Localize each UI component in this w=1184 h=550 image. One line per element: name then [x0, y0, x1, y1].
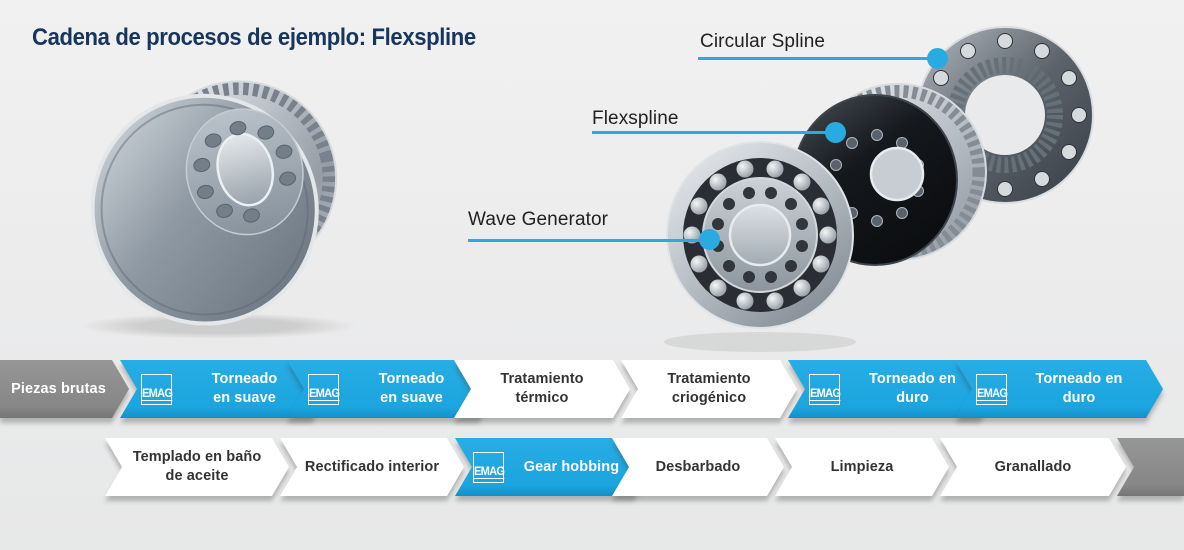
step-label: Torneado en duro [868, 371, 957, 406]
hub-holes [712, 187, 808, 283]
process-step-tratamiento-termico: Tratamiento térmico [454, 360, 630, 418]
page-title: Cadena de procesos de ejemplo: Flexsplin… [32, 24, 476, 51]
process-row-2: Templado en baño de aceite Rectificado i… [0, 438, 1184, 496]
harmonic-drive-exploded-render [664, 26, 1094, 352]
step-label: Torneado en suave [378, 371, 445, 406]
step-label: Granallado [994, 458, 1072, 475]
bearing-balls [683, 160, 837, 310]
label-flexspline: Flexspline [592, 108, 679, 129]
flexspline-cup-render [80, 80, 355, 339]
ground-shadow [80, 313, 355, 339]
process-step-tratamiento-criogenico: Tratamiento criogénico [621, 360, 797, 418]
process-step-piezas-brutas: Piezas brutas [0, 360, 129, 418]
emag-logo: EMAG [809, 374, 840, 405]
process-step-gear-hobbing: EMAG Gear hobbing [455, 438, 621, 496]
emag-logo: EMAG [473, 452, 504, 483]
label-circular-spline: Circular Spline [700, 31, 826, 52]
process-step-templado: Templado en baño de aceite [105, 438, 289, 496]
step-label: Limpieza [830, 458, 894, 475]
emag-logo: EMAG [308, 374, 339, 405]
process-step-torneado-suave-1: EMAG Torneado en suave [120, 360, 296, 418]
process-row-1: Piezas brutas EMAG Torneado en suave EMA… [0, 360, 1184, 418]
step-label: Piezas brutas [11, 380, 106, 397]
leader-line-wave-generator [468, 239, 710, 242]
leader-line-flexspline [592, 131, 836, 134]
emag-logo: EMAG [976, 374, 1007, 405]
step-label: Rectificado interior [304, 458, 440, 475]
label-wave-generator: Wave Generator [468, 209, 609, 230]
leader-dot-flexspline [825, 122, 846, 143]
process-step-torneado-duro-2: EMAG Torneado en duro [955, 360, 1130, 418]
process-step-limpieza: Limpieza [775, 438, 949, 496]
step-label: Tratamiento térmico [500, 371, 584, 406]
step-label: Torneado en suave [211, 371, 278, 406]
process-step-desbarbado: Desbarbado [612, 438, 784, 496]
leader-line-circular-spline [698, 57, 938, 60]
step-label: Tratamiento criogénico [667, 371, 751, 406]
process-step-continuation [1117, 438, 1184, 496]
leader-dot-wave-generator [699, 229, 720, 250]
flexspline-cup [90, 80, 338, 326]
bolt-holes [193, 121, 297, 223]
step-label: Desbarbado [655, 458, 741, 475]
step-label: Templado en baño de aceite [132, 449, 262, 484]
face-holes [830, 129, 924, 227]
process-step-granallado: Granallado [940, 438, 1126, 496]
wave-generator-part [664, 141, 856, 352]
process-step-torneado-suave-2: EMAG Torneado en suave [287, 360, 463, 418]
step-label: Gear hobbing [523, 458, 620, 475]
step-label: Torneado en duro [1035, 371, 1123, 406]
emag-logo: EMAG [141, 374, 172, 405]
leader-dot-circular-spline [927, 48, 948, 69]
process-step-rectificado-interior: Rectificado interior [280, 438, 464, 496]
process-step-torneado-duro-1: EMAG Torneado en duro [788, 360, 964, 418]
